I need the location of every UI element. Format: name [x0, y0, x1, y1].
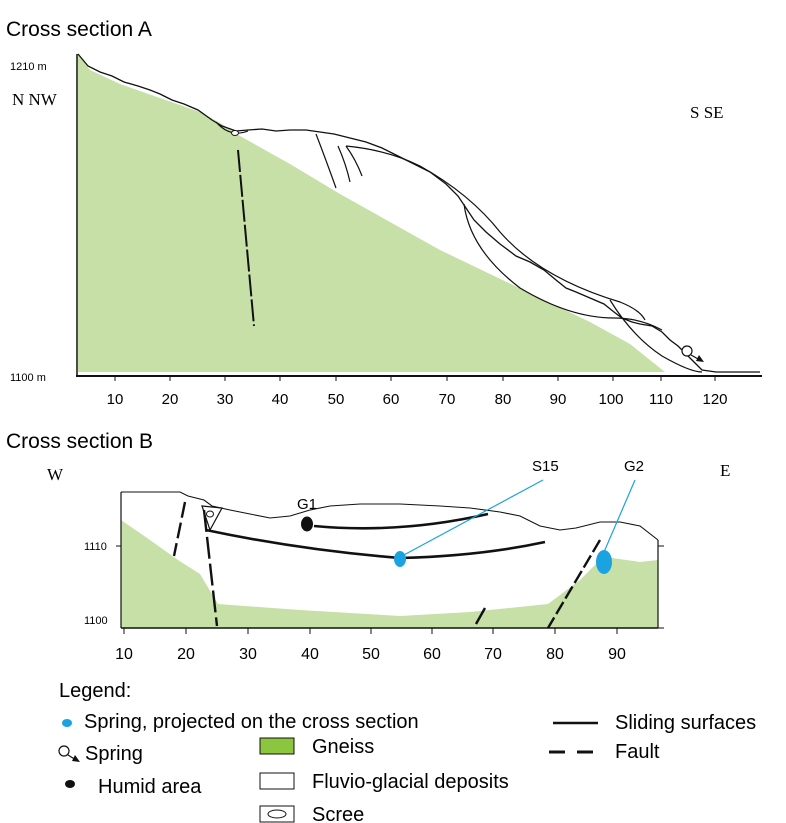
legend-spring-projected-label: Spring, projected on the cross section: [84, 711, 419, 733]
section-a-x-axis: [114, 376, 716, 381]
section-b-right-direction: E: [720, 461, 730, 480]
section-a-y-bottom-label: 1100 m: [10, 372, 46, 384]
label-s15: S15: [532, 458, 559, 475]
label-g2: G2: [624, 458, 644, 475]
legend-spring-icon: [58, 745, 70, 757]
legend-scree-label: Scree: [312, 804, 364, 823]
section-b-x-axis: [123, 628, 618, 634]
section-b-x-tick: 50: [362, 646, 380, 663]
section-a-fault-line: [237, 149, 255, 327]
section-a-title: Cross section A: [6, 18, 152, 41]
section-b-x-tick: 30: [239, 646, 257, 663]
section-b-fault-line: [546, 539, 602, 629]
section-a-x-tick: 40: [272, 391, 289, 408]
section-a-sliding-surface: [315, 133, 337, 189]
g2-leader-line: [603, 479, 636, 553]
section-a-x-tick: 70: [439, 391, 456, 408]
section-b-x-tick: 20: [177, 646, 195, 663]
section-b-scree-icon: [206, 510, 214, 518]
legend-spring-projected-icon: [62, 719, 72, 727]
section-b-x-tick: 60: [423, 646, 441, 663]
section-a-x-tick: 110: [649, 391, 673, 408]
section-a-spring-icon: [681, 345, 693, 357]
label-g1: G1: [297, 496, 317, 513]
section-b-x-tick: 10: [115, 646, 133, 663]
legend-sliding-surfaces-label: Sliding surfaces: [615, 712, 756, 734]
legend-spring-label: Spring: [85, 743, 143, 765]
legend-gneiss-label: Gneiss: [312, 736, 374, 758]
legend-fault-label: Fault: [615, 741, 660, 763]
section-a-x-tick: 30: [217, 391, 234, 408]
section-b-y-tick-label: 1100: [84, 615, 108, 627]
section-a-x-tick: 120: [702, 391, 727, 408]
section-b-x-tick: 70: [484, 646, 502, 663]
section-a-x-tick: 50: [328, 391, 345, 408]
legend-gneiss-swatch: [259, 737, 295, 755]
section-a-spring-arrowhead: [696, 355, 704, 362]
section-a-scree-icon: [231, 130, 239, 136]
legend-fluvio-glacial-label: Fluvio-glacial deposits: [312, 771, 509, 793]
legend-humid-area-icon: [65, 780, 75, 788]
section-a-sliding-surface: [609, 299, 703, 373]
section-b-fault-line: [202, 509, 219, 627]
legend-humid-area-label: Humid area: [98, 776, 202, 798]
section-a-x-tick: 20: [162, 391, 179, 408]
legend-fluvio-glacial-swatch: [259, 772, 295, 790]
legend-scree-icon: [267, 809, 287, 819]
section-a-y-top-label: 1210 m: [10, 61, 47, 73]
s15-leader-line: [401, 479, 544, 557]
section-b-surface-line: [121, 491, 659, 541]
section-b-x-tick: 90: [608, 646, 626, 663]
section-a-x-tick: 80: [495, 391, 512, 408]
legend-heading: Legend:: [59, 680, 131, 702]
section-b-fault-line: [474, 607, 487, 625]
section-a-right-direction: S SE: [690, 103, 724, 122]
section-b-x-tick: 40: [301, 646, 319, 663]
section-a-sliding-surface: [345, 145, 363, 177]
section-a-x-tick: 100: [598, 391, 623, 408]
section-a-x-tick: 10: [107, 391, 124, 408]
section-b-left-direction: W: [47, 465, 64, 484]
section-a-x-tick: 60: [383, 391, 400, 408]
section-b-y-tick-label: 1110: [84, 541, 107, 553]
humid-area-g1-icon: [301, 516, 313, 532]
section-b-sliding-surface: [205, 528, 546, 560]
section-b-fault-line: [172, 501, 187, 557]
section-b-title: Cross section B: [6, 430, 153, 453]
section-a-surface-line: [77, 53, 760, 373]
section-a-left-direction: N NW: [12, 90, 58, 109]
section-a-gneiss: [78, 54, 665, 372]
spring-g2-icon: [596, 550, 612, 574]
section-a-sliding-surface: [337, 145, 351, 183]
section-b-x-tick: 80: [546, 646, 564, 663]
section-b-gneiss: [121, 520, 658, 628]
section-a-scree-wedge: [215, 121, 249, 134]
section-a-x-tick: 90: [550, 391, 567, 408]
section-a-sliding-surface: [345, 145, 646, 321]
section-a-sliding-surface: [463, 203, 663, 331]
legend-spring-arrowhead: [72, 755, 80, 762]
spring-s15-icon: [394, 551, 406, 567]
section-b-sliding-surface: [313, 512, 489, 530]
